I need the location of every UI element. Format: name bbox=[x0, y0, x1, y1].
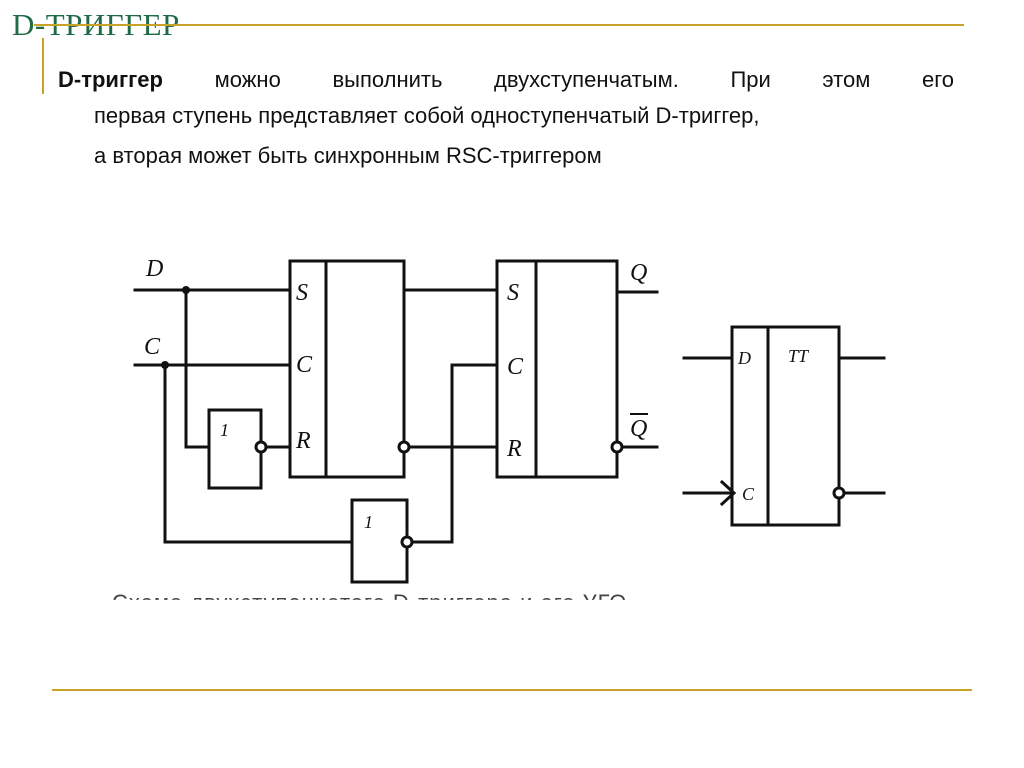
line1-rest: можно выполнить двухступенчатым. При это… bbox=[214, 67, 954, 92]
symbol-c-label: C bbox=[742, 484, 755, 504]
description-paragraph: D-триггер можно выполнить двухступенчаты… bbox=[58, 62, 954, 174]
inverter2-block bbox=[350, 498, 409, 584]
left-accent-rule bbox=[42, 38, 44, 94]
output-qbar-label: Q bbox=[630, 416, 647, 442]
paragraph-line-3: а вторая может быть синхронным RSC-тригг… bbox=[94, 143, 602, 168]
inverter2-label: 1 bbox=[364, 512, 373, 532]
dynamic-clock-mark bbox=[719, 479, 737, 507]
junction-d bbox=[182, 286, 190, 294]
output-q-label: Q bbox=[630, 260, 647, 286]
symbol-block bbox=[730, 325, 841, 527]
stage1-c-label: C bbox=[296, 352, 313, 378]
stage2-c-label: C bbox=[507, 354, 524, 380]
obscured-caption: Схема двухступенчатого D-триггера и его … bbox=[112, 590, 628, 615]
inverter1-block bbox=[207, 408, 263, 490]
paragraph-line-2: первая ступень представляет собой одност… bbox=[94, 103, 760, 128]
bottom-rule bbox=[52, 689, 972, 691]
stage2-r-label: R bbox=[506, 436, 522, 462]
stage1-block bbox=[288, 259, 406, 479]
symbol-d-label: D bbox=[737, 348, 751, 368]
stage2-block bbox=[495, 259, 619, 479]
input-d-label: D bbox=[145, 256, 163, 282]
top-rule bbox=[34, 24, 964, 26]
symbol-tt-label: TT bbox=[788, 346, 810, 366]
stage1-s-label: S bbox=[296, 280, 308, 306]
stage1-r-label: R bbox=[295, 428, 311, 454]
paragraph-line-1: D-триггер можно выполнить двухступенчаты… bbox=[58, 62, 954, 98]
stage2-s-label: S bbox=[507, 280, 519, 306]
bold-term: D-триггер bbox=[58, 67, 163, 92]
input-c-label: C bbox=[144, 334, 161, 360]
inverter1-bubble bbox=[254, 440, 268, 454]
junction-c bbox=[161, 361, 169, 369]
inverter1-label: 1 bbox=[220, 420, 229, 440]
